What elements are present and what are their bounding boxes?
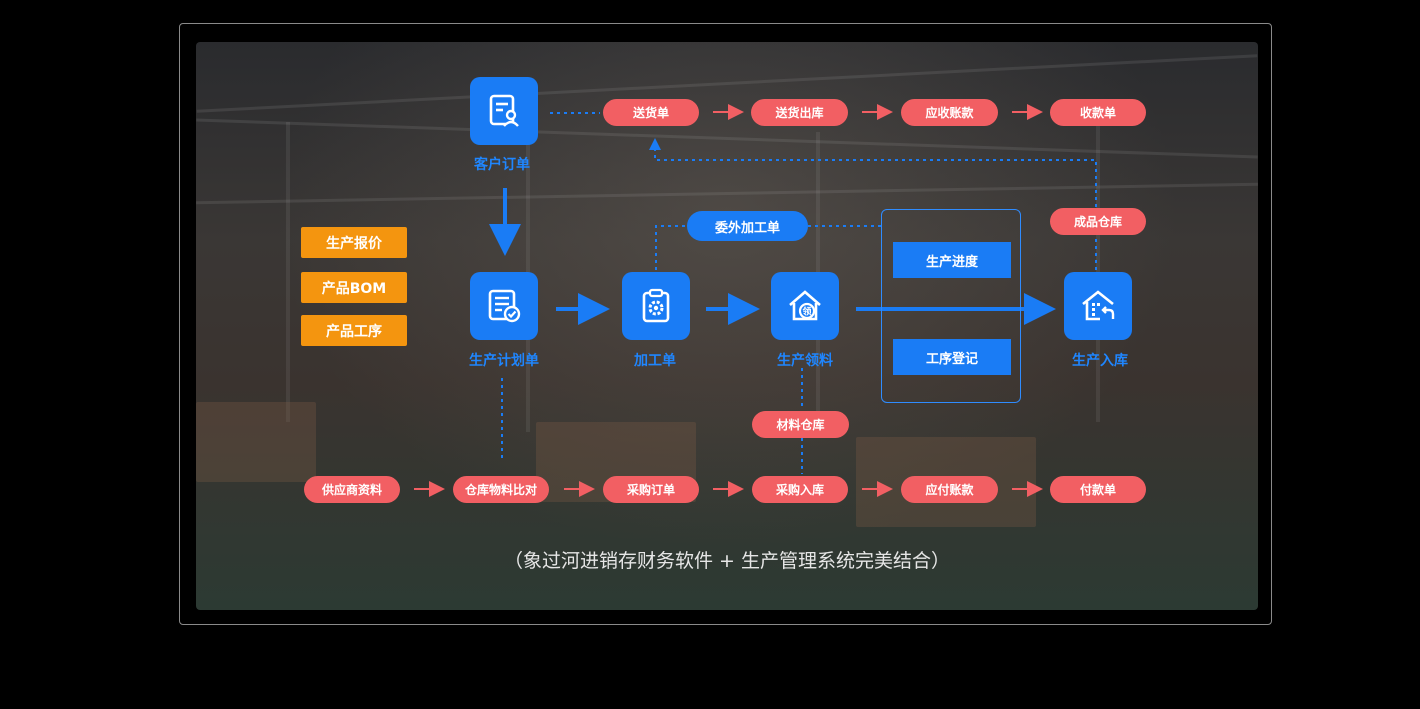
warehouse-material-compare-pill: 仓库物料比对 [453,476,549,503]
production-plan-node [470,272,538,340]
payment-voucher-pill: 付款单 [1050,476,1146,503]
production-plan-label: 生产计划单 [469,353,539,369]
accounts-receivable-pill: 应收账款 [901,99,998,126]
order-document-icon [489,94,519,127]
finished-warehouse-pill: 成品仓库 [1050,208,1146,235]
clipboard-gear-icon [642,288,670,323]
diagram-caption: （象过河进销存财务软件 + 生产管理系统完美结合） [503,550,950,572]
processing-order-label: 加工单 [634,353,676,369]
delivery-note-pill: 送货单 [603,99,699,126]
receipt-voucher-pill: 收款单 [1050,99,1146,126]
outsource-order-pill: 委外加工单 [687,211,808,241]
production-warehousing-label: 生产入库 [1072,353,1128,369]
svg-text:领: 领 [802,306,811,318]
delivery-outbound-pill: 送货出库 [751,99,848,126]
requisition-house-icon: 领 [789,290,821,321]
processing-order-node [622,272,690,340]
outer-frame [179,23,1272,625]
production-progress-stage: 生产进度 [893,242,1011,278]
customer-order-label: 客户订单 [474,157,530,173]
material-requisition-label: 生产领料 [777,353,833,369]
customer-order-node [470,77,538,145]
plan-checklist-icon [488,289,521,323]
supplier-info-pill: 供应商资料 [304,476,400,503]
product-process-item: 产品工序 [301,315,407,346]
material-warehouse-pill: 材料仓库 [752,411,849,438]
purchase-order-pill: 采购订单 [603,476,699,503]
production-stage-box [881,209,1021,403]
material-requisition-node: 领 [771,272,839,340]
warehouse-return-icon [1082,290,1115,321]
product-bom-item: 产品BOM [301,272,407,303]
process-registration-stage: 工序登记 [893,339,1011,375]
production-warehousing-node [1064,272,1132,340]
production-quote-item: 生产报价 [301,227,407,258]
purchase-inbound-pill: 采购入库 [752,476,848,503]
accounts-payable-pill: 应付账款 [901,476,998,503]
